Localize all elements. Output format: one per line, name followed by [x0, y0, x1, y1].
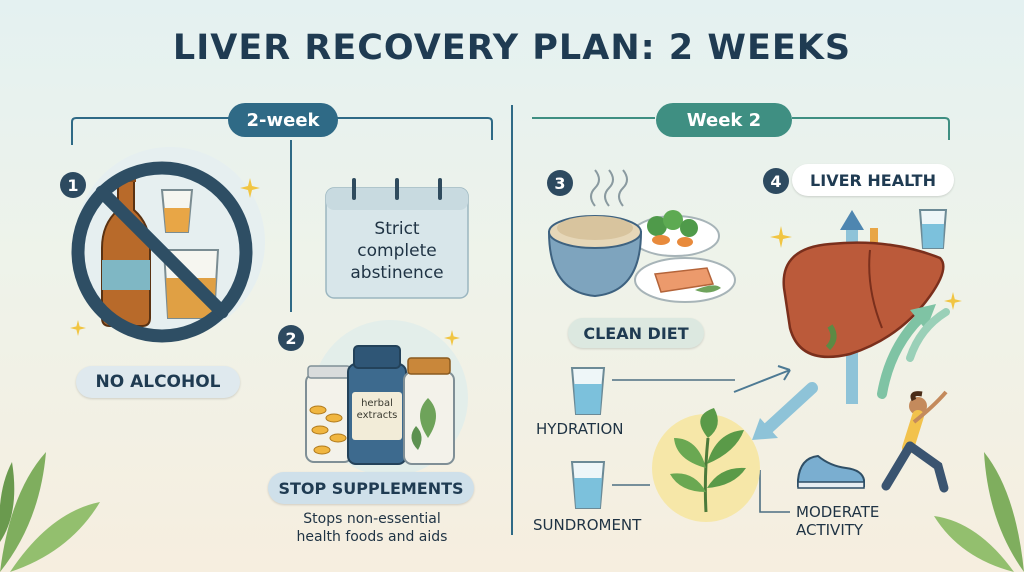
sparkle-icon: [70, 320, 86, 336]
water-glass-icon: [918, 209, 948, 249]
arrow-icon: [752, 382, 818, 440]
phase-pill-week-2: Week 2: [656, 103, 792, 137]
sparkle-icon: [944, 292, 962, 310]
hydration-label: HYDRATION: [536, 420, 624, 438]
calendar-line-2: complete: [357, 241, 437, 261]
moderate-activity-line-2: ACTIVITY: [796, 521, 864, 539]
supplements-description-line-1: Stops non-essential: [303, 511, 441, 527]
calendar-line-3: abstinence: [350, 263, 444, 283]
moderate-activity-label: MODERATE ACTIVITY: [796, 503, 879, 539]
phase-pill-2-week: 2-week: [228, 103, 338, 137]
step-number-3: 3: [547, 170, 573, 196]
bottle-label-line-1: herbal: [361, 398, 393, 409]
page-title: LIVER RECOVERY PLAN: 2 WEEKS: [172, 28, 852, 68]
water-glass-icon: [570, 461, 606, 509]
stop-supplements-tag: STOP SUPPLEMENTS: [268, 472, 474, 504]
supplements-icon: [305, 320, 468, 476]
step-number-2: 2: [278, 325, 304, 351]
plant-leaves-icon: [0, 452, 100, 572]
liver-health-tag: LIVER HEALTH: [792, 164, 954, 196]
no-alcohol-icon: [71, 147, 265, 343]
stretching-person-icon: [881, 390, 949, 493]
supplements-description: Stops non-essential health foods and aid…: [262, 510, 482, 546]
step-number-1: 1: [60, 172, 86, 198]
moderate-activity-line-1: MODERATE: [796, 503, 880, 521]
calendar-text: Strict complete abstinence: [326, 218, 468, 284]
no-alcohol-tag: NO ALCOHOL: [76, 366, 240, 398]
sparkle-icon: [240, 178, 260, 198]
supplements-description-line-2: health foods and aids: [296, 529, 448, 545]
healthy-meal-icon: [547, 210, 736, 303]
liver-health-icon: [782, 210, 950, 404]
sundroment-label: SUNDROMENT: [533, 516, 642, 534]
step-number-4: 4: [763, 168, 789, 194]
arrow-icon: [733, 365, 791, 393]
water-glass-icon: [570, 367, 606, 415]
steam-icon: [590, 169, 628, 207]
bottle-label: herbal extracts: [352, 398, 402, 422]
sneaker-icon: [797, 454, 865, 489]
herb-leaf-icon: [652, 408, 760, 522]
clean-diet-tag: CLEAN DIET: [568, 318, 704, 348]
sparkle-icon: [444, 330, 460, 346]
calendar-line-1: Strict: [374, 219, 420, 239]
sparkle-icon: [770, 226, 792, 248]
bottle-label-line-2: extracts: [356, 410, 398, 421]
calendar-icon: [325, 178, 469, 299]
plant-leaves-icon: [934, 452, 1024, 572]
